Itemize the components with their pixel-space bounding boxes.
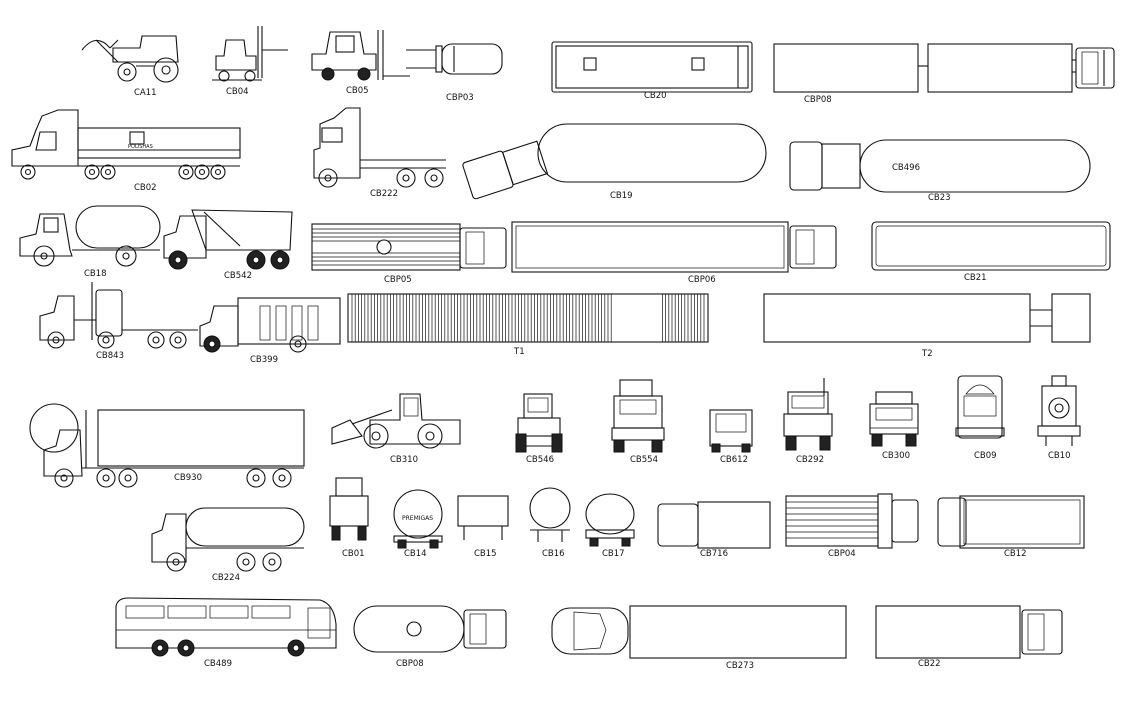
label-cbp03: CBP03 [446, 93, 474, 103]
block-t2-trailer-plan: T2 [763, 293, 1091, 359]
label-cb05: CB05 [346, 86, 369, 96]
label-cb930: CB930 [174, 473, 202, 483]
block-cbp04-ribbed-trailer-plan: CBP04 [785, 493, 919, 559]
label-cb12: CB12 [1004, 549, 1027, 559]
block-cb273-car-trailer-plan: CB273 [551, 605, 847, 671]
block-cb19-tanker-plan-angled: CB19 [462, 123, 767, 201]
cb14-tank-logo-text: PREMIGAS [402, 515, 433, 522]
block-cbp05-ribbed-trailer-plan: CBP05 [311, 223, 507, 285]
block-cb05-forklift-side: CB05 [311, 30, 410, 96]
block-t1-ribbed-trailer-plan: T1 [347, 293, 709, 357]
label-cb09: CB09 [974, 451, 997, 461]
block-cb21-container-plan: CB21 [871, 221, 1111, 283]
label-cbp05: CBP05 [384, 275, 412, 285]
label-cb17: CB17 [602, 549, 625, 559]
block-cbp08-double-trailer-plan: CBP08 [773, 43, 1115, 105]
block-cb716-truck-plan: CB716 [657, 501, 771, 559]
block-cb15-trailer-rear: CB15 [457, 495, 509, 559]
label-cb23: CB23 [928, 193, 951, 203]
block-cb843-tractor-side: CB843 [39, 282, 198, 361]
block-cb16-tanker-rear: CB16 [529, 487, 571, 559]
block-cb02-semi-side: POLISHAS CB02 [11, 109, 241, 193]
label-cb273: CB273 [726, 661, 754, 671]
block-cb20-bus-plan: CB20 [551, 41, 753, 101]
label-cbp08-bottom: CBP08 [396, 659, 424, 669]
cb02-trailer-logo-text: POLISHAS [128, 144, 153, 150]
label-cb14: CB14 [404, 549, 427, 559]
label-cb399: CB399 [250, 355, 278, 365]
label-cb292: CB292 [796, 455, 824, 465]
label-cb10: CB10 [1048, 451, 1071, 461]
block-cb14-tanker-rear: PREMIGAS CB14 [393, 489, 443, 559]
block-cbp06-trailer-plan: CBP06 [511, 221, 837, 285]
label-cb843: CB843 [96, 351, 124, 361]
block-cb489-bus-side: CB489 [115, 597, 337, 669]
block-cb09-bus-front: CB09 [955, 375, 1005, 461]
label-ca11: CA11 [134, 88, 157, 98]
block-cb18-tank-truck-side: CB18 [19, 205, 161, 279]
block-cb04-forklift-side: CB04 [212, 26, 288, 97]
block-cb399-box-truck-side: CB399 [199, 297, 341, 365]
block-cbp03-forklift-plan: CBP03 [406, 43, 503, 103]
label-cbp04: CBP04 [828, 549, 856, 559]
label-cb20: CB20 [644, 91, 667, 101]
label-cb496: CB496 [892, 163, 920, 173]
label-t1: T1 [513, 347, 525, 357]
label-cb612: CB612 [720, 455, 748, 465]
label-cb546: CB546 [526, 455, 554, 465]
label-cb222: CB222 [370, 189, 398, 199]
label-cb716: CB716 [700, 549, 728, 559]
block-cb542-dump-truck-side: CB542 [163, 209, 293, 281]
block-cb22-trailer-plan: CB22 [875, 605, 1063, 669]
block-cb300-truck-front: CB300 [869, 391, 919, 461]
block-cbp08-tanker-plan: CBP08 [353, 605, 507, 669]
label-cb18: CB18 [84, 269, 107, 279]
label-cbp08-top: CBP08 [804, 95, 832, 105]
block-cb930-semi-side: CB930 [29, 403, 305, 488]
label-cb19: CB19 [610, 191, 633, 201]
block-cb292-truck-front: CB292 [783, 378, 833, 465]
label-cb542: CB542 [224, 271, 252, 281]
block-cb23-tanker-plan: CB496 CB23 [789, 139, 1091, 203]
label-cb15: CB15 [474, 549, 497, 559]
label-cb489: CB489 [204, 659, 232, 669]
label-cb224: CB224 [212, 573, 240, 583]
block-cb01-truck-rear: CB01 [329, 477, 369, 559]
block-ca11-tractor-side: CA11 [81, 35, 179, 98]
block-cb546-loader-front: CB546 [515, 393, 563, 465]
label-cb01: CB01 [342, 549, 365, 559]
block-cb222-tractor-side: CB222 [313, 107, 446, 199]
block-cb17-tanker-rear: CB17 [585, 493, 635, 559]
label-cb300: CB300 [882, 451, 910, 461]
block-cb310-wheel-loader-side: CB310 [331, 393, 461, 465]
label-cb16: CB16 [542, 549, 565, 559]
label-t2: T2 [921, 349, 933, 359]
label-cb22: CB22 [918, 659, 941, 669]
label-cb554: CB554 [630, 455, 658, 465]
label-cbp06: CBP06 [688, 275, 716, 285]
block-cb612-van-front: CB612 [709, 409, 753, 465]
block-cb224-tank-truck-side: CB224 [151, 507, 305, 583]
block-cb554-truck-front: CB554 [611, 379, 665, 465]
label-cb21: CB21 [964, 273, 987, 283]
label-cb02: CB02 [134, 183, 157, 193]
block-cb12-truck-plan: CB12 [937, 495, 1085, 559]
label-cb04: CB04 [226, 87, 249, 97]
block-cb10-locomotive-front: CB10 [1037, 375, 1081, 461]
label-cb310: CB310 [390, 455, 418, 465]
